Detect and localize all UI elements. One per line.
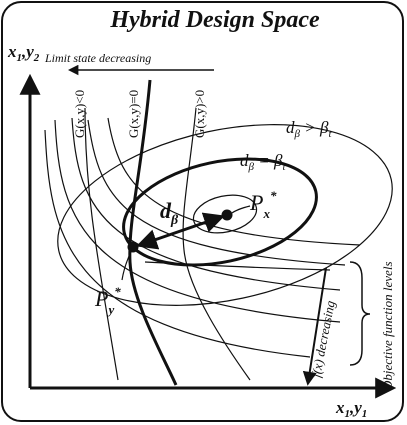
py-pointer — [121, 251, 132, 281]
limit-state-label: Limit state decreasing — [44, 51, 151, 65]
y-axis-label: x1,y2 — [7, 42, 40, 64]
objective-levels-label: Objective function levels — [380, 261, 395, 390]
px-pointer — [231, 205, 251, 214]
objective-levels-brace — [349, 261, 371, 366]
constraint-curve-positive — [182, 107, 251, 381]
objective-decreasing-arrow — [302, 267, 327, 386]
outer-ellipse-label: dβ > βt — [286, 118, 332, 140]
target-ellipse-label: dβ = βt — [240, 151, 286, 173]
dbeta-arrow — [136, 212, 225, 250]
constraint-label-zero: G(x,y)=0 — [126, 90, 141, 138]
reliability-ellipse-target — [122, 157, 318, 267]
diagram-title: Hybrid Design Space — [109, 7, 320, 33]
point-py — [127, 241, 139, 253]
objective-level-2 — [54, 119, 341, 323]
constraint-curve-negative — [84, 107, 119, 381]
dbeta-label: dβ — [160, 198, 179, 228]
point-px — [221, 209, 233, 221]
objective-level-5 — [107, 117, 361, 246]
px-label: Px* — [249, 188, 277, 221]
constraint-label-negative: G(x,y)<0 — [72, 90, 87, 138]
constraint-label-positive: G(x,y)>0 — [192, 90, 207, 138]
reliability-ellipse-outer — [57, 124, 393, 306]
objective-level-1 — [44, 129, 311, 358]
objective-level-4 — [87, 119, 346, 266]
py-label: Py* — [94, 284, 121, 317]
constraint-curve-zero — [128, 79, 178, 386]
objective-decreasing-label: f(x) decreasing — [308, 299, 338, 379]
x-axis-label: x1,y1 — [335, 398, 367, 420]
objective-level-3 — [71, 117, 341, 291]
